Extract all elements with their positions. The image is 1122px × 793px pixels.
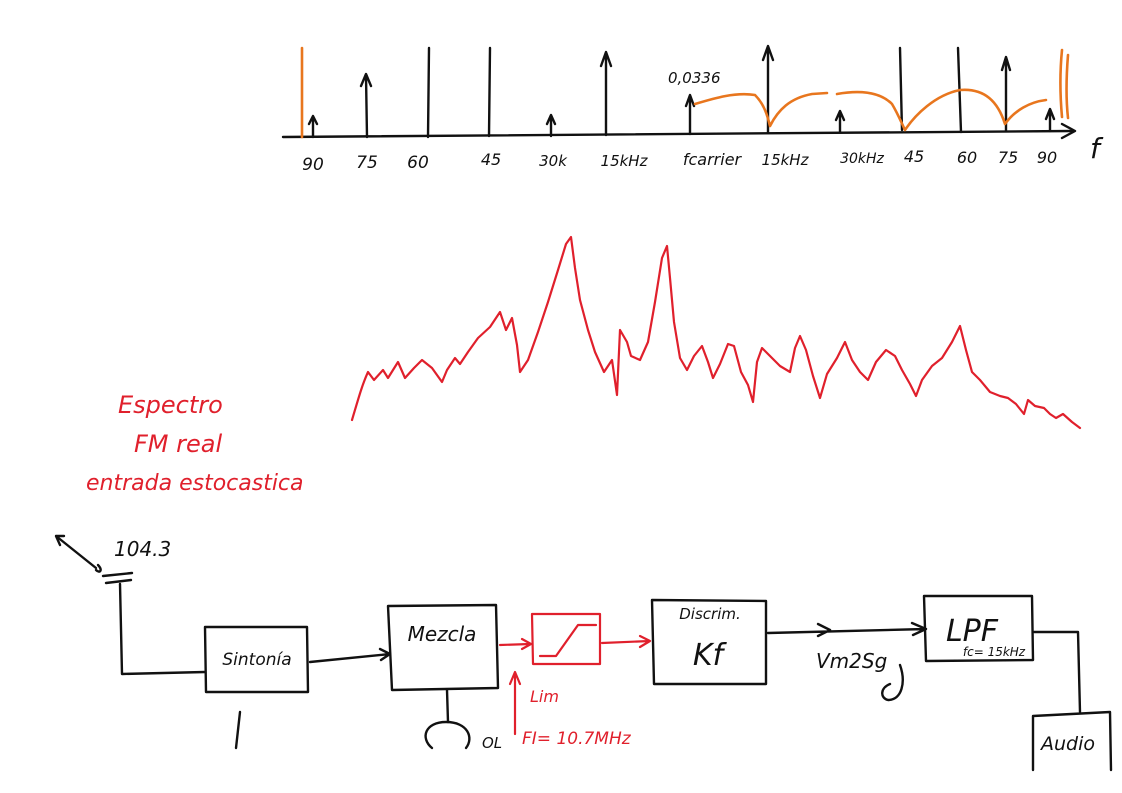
axis-symbol: f (1090, 132, 1104, 165)
tuner-knob-line (234, 710, 242, 750)
tick-label: 90 (302, 155, 324, 175)
carrier-envelope-curve (835, 88, 1048, 132)
discriminator-gain: Kf (693, 638, 728, 673)
limiter-block (530, 612, 602, 666)
receiver-block-diagram: 104.3 Sintonía Mezcla OL Lim FI= 10.7MHz… (54, 534, 1113, 772)
mixer-label: Mezcla (408, 622, 477, 646)
discriminator-title: Discrim. (679, 605, 741, 623)
mixer-block (386, 603, 500, 692)
spectral-line (898, 46, 904, 132)
real-spectrum-note: Espectro FM real entrada estocastica (86, 391, 304, 496)
audio-label: Audio (1039, 733, 1095, 755)
tick-label: 45 (481, 150, 501, 169)
if-frequency-label: FI= 10.7MHz (522, 729, 632, 749)
discriminator-block (650, 598, 768, 686)
limiter-transfer-curve (538, 623, 598, 658)
real-fm-spectrum: Espectro FM real entrada estocastica (86, 235, 1082, 496)
tick-label: 45 (904, 147, 924, 166)
real-spectrum-trace (350, 235, 1082, 430)
impulse-arrow (1044, 107, 1056, 133)
impulse-arrow (834, 109, 846, 134)
frequency-axis (281, 129, 1074, 139)
spectral-line (487, 46, 492, 138)
spectral-line (426, 46, 431, 139)
tick-label: 75 (356, 153, 378, 173)
tick-label: 60 (957, 148, 977, 167)
if-arrow (508, 670, 522, 736)
note-line-spectrum: Espectro (118, 391, 223, 419)
audio-block (1031, 710, 1113, 772)
note-line-random-input: entrada estocastica (86, 471, 304, 496)
frequency-axis-arrowhead (1060, 122, 1077, 140)
antenna-ground (101, 571, 134, 585)
limiter-label: Lim (530, 687, 559, 706)
tick-label: 30kHz (840, 151, 884, 167)
tick-label: 15kHz (601, 152, 649, 170)
impulse-arrow (307, 114, 319, 139)
tuner-block (203, 625, 310, 694)
impulse-arrow (1000, 55, 1012, 133)
output-signal-label: Vm2Sg (816, 649, 887, 673)
antenna (54, 534, 98, 570)
impulse-arrow (684, 93, 696, 136)
wire-mixer-to-osc (445, 688, 450, 724)
lpf-title: LPF (946, 614, 999, 649)
carrier-envelope-right-edge (1059, 48, 1070, 120)
impulse-arrow (359, 72, 373, 139)
wire-discriminator-to-lpf (766, 621, 928, 638)
wire-lpf-to-audio (1032, 630, 1082, 714)
lpf-block (922, 594, 1035, 663)
carrier-envelope-curve (693, 91, 829, 128)
output-signal-tail (881, 663, 904, 702)
wire-antenna-to-tuner (118, 582, 207, 676)
impulse-arrow (545, 113, 557, 138)
spectrum-sketch: 90 75 60 45 30k 15kHz fcarrier 15kHz 30k… (281, 44, 1104, 175)
tick-label: fcarrier (683, 150, 743, 169)
note-line-fm-real: FM real (134, 430, 222, 458)
tick-label: 90 (1037, 148, 1057, 167)
tick-label: 60 (407, 153, 429, 173)
tick-label: 30k (539, 152, 568, 170)
tick-label: 75 (998, 148, 1018, 167)
wire-tuner-to-mixer (308, 647, 392, 664)
tuner-label: Sintonía (222, 650, 291, 670)
wire-mixer-to-limiter (498, 637, 533, 651)
antenna-mast (94, 563, 102, 573)
osc-label: OL (482, 734, 502, 752)
amplitude-label: 0,0336 (668, 69, 721, 87)
tick-label: 15kHz (762, 151, 810, 169)
local-oscillator (424, 720, 471, 750)
impulse-arrow (599, 50, 613, 137)
wire-limiter-to-discriminator (600, 634, 652, 649)
antenna-frequency: 104.3 (114, 537, 171, 561)
lpf-cutoff: fc= 15kHz (963, 645, 1026, 659)
